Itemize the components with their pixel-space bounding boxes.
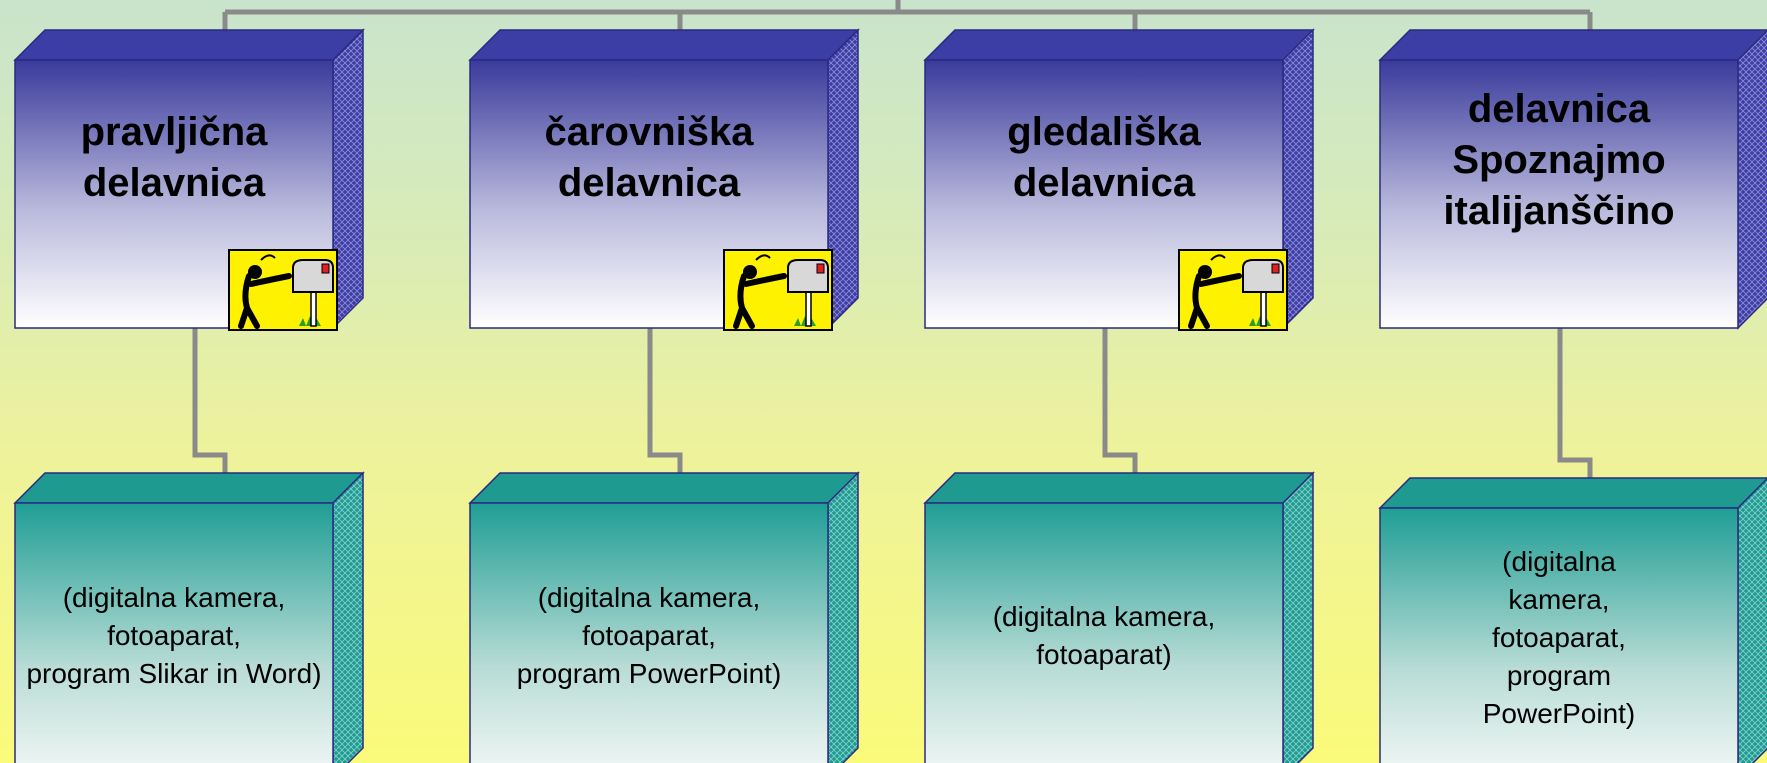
workshop-title: delavnica Spoznajmo italijanščino [1443, 86, 1675, 233]
mailbox-icon [723, 249, 833, 331]
workshop-tools: (digitalna kamera, fotoaparat, program S… [26, 581, 322, 689]
workshop-title: pravljična delavnica [80, 109, 268, 205]
workshop-title-box-top-face [13, 29, 365, 61]
workshop-tools-box [923, 471, 1315, 763]
connector-lines [192, 0, 1593, 480]
mailbox-icon [228, 249, 338, 331]
workshop-title: čarovniška delavnica [544, 109, 754, 205]
workshop-tools-box-side-face [1737, 477, 1767, 763]
workshop-title-box-top-face [1378, 29, 1767, 61]
workshop-connector [1557, 328, 1593, 480]
workshop-connector [192, 328, 228, 475]
workshop-tools-box [1378, 477, 1767, 763]
workshop-title-box-side-face [1737, 29, 1767, 330]
workshop-tools: (digitalna kamera, fotoaparat) [992, 600, 1216, 670]
workshop-tools: (digitalna kamera, fotoaparat, program P… [516, 581, 782, 689]
workshop-tools-box-top-face [468, 472, 860, 504]
workshop-title: gledališka delavnica [1007, 109, 1201, 205]
workshop-tools: (digitalna kamera, fotoaparat, program P… [1482, 546, 1636, 729]
workshop-tools-box-top-face [1378, 477, 1767, 509]
workshop-boxes [13, 28, 1767, 763]
workshop-title-box [1378, 29, 1767, 330]
top-connector-bar [225, 0, 1590, 15]
workshop-tools-box-front-face [469, 502, 829, 763]
mailbox-icon [1178, 249, 1288, 331]
workshop-tools-box-front-face [14, 502, 334, 763]
workshop-title-box-top-face [923, 29, 1315, 61]
workshop-tools-box-front-face [924, 502, 1284, 763]
workshop-connector [1102, 328, 1138, 475]
workshop-tools-box [468, 471, 860, 763]
workshop-tools-box-top-face [923, 472, 1315, 504]
workshop-tools-box [13, 471, 365, 763]
workshop-title-box-front-face [1379, 59, 1739, 329]
workshop-tools-box-side-face [332, 471, 364, 763]
workshop-tools-box-top-face [13, 472, 365, 504]
workshop-tools-box-side-face [827, 471, 859, 763]
workshop-title-box-top-face [468, 29, 860, 61]
workshop-tools-box-front-face [1379, 507, 1739, 763]
workshop-tools-box-side-face [1282, 471, 1314, 763]
workshop-connector [647, 328, 683, 475]
